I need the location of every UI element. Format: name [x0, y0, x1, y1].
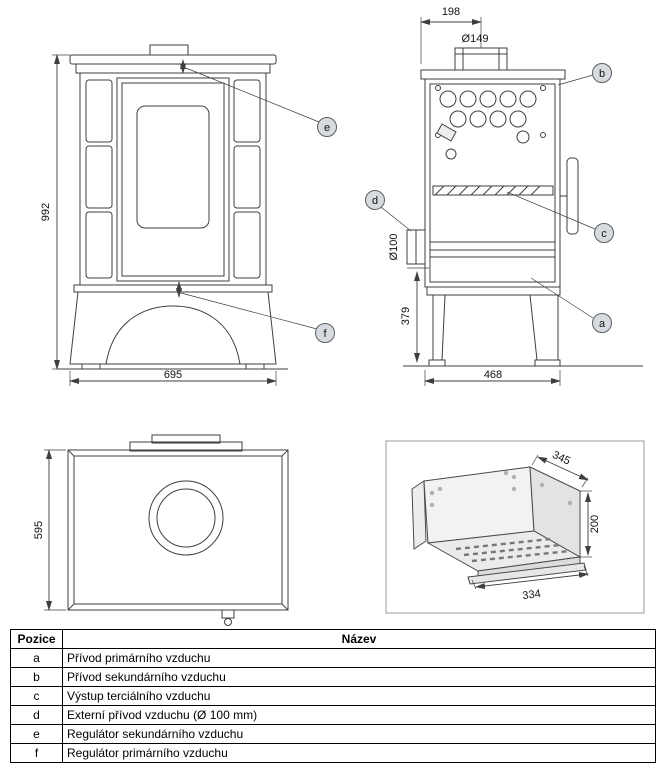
name-cell: Výstup terciálního vzduchu	[62, 686, 656, 706]
front-stove-outline	[58, 44, 288, 370]
table-header-row: Pozice Název	[10, 629, 656, 649]
position-cell: c	[10, 686, 63, 706]
name-cell: Regulátor sekundárního vzduchu	[62, 724, 656, 744]
callout-b: b	[557, 63, 612, 86]
dim-flue-diameter-label: Ø149	[462, 33, 489, 45]
side-dim-flue-offset: 198	[420, 6, 482, 64]
dim-height-label: 992	[40, 203, 52, 221]
firebox-panel-holes	[429, 470, 573, 508]
front-dim-height: 992	[40, 54, 70, 370]
table-row: b Přívod sekundárního vzduchu	[10, 667, 656, 687]
firebox-panels	[411, 466, 587, 585]
name-cell: Přívod sekundárního vzduchu	[62, 667, 656, 687]
name-cell: Externí přívod vzduchu (Ø 100 mm)	[62, 705, 656, 725]
side-dim-depth: 468	[424, 369, 561, 386]
callout-a: a	[530, 277, 612, 333]
dim-firebox-height-label: 200	[589, 515, 601, 533]
callout-d-label: d	[372, 195, 378, 207]
firebox-view: 345 200 334	[385, 440, 645, 614]
dim-width-label: 695	[164, 369, 182, 381]
callout-f: f	[176, 281, 335, 343]
callout-f-label: f	[323, 328, 327, 340]
parts-table: Pozice Název a Přívod primárního vzduchu…	[10, 629, 656, 763]
firebox-view-frame	[385, 440, 645, 614]
side-stove-outline	[403, 47, 643, 367]
firebox-dim-width: 334	[471, 565, 589, 602]
table-row: d Externí přívod vzduchu (Ø 100 mm)	[10, 705, 656, 725]
table-row: e Regulátor sekundárního vzduchu	[10, 724, 656, 744]
dim-top-depth-label: 595	[33, 521, 45, 539]
callout-d: d	[365, 190, 412, 232]
name-cell: Regulátor primárního vzduchu	[62, 743, 656, 763]
callout-e-label: e	[324, 122, 330, 134]
side-view: 198 Ø149 Ø100 379 468 b c d	[365, 6, 643, 386]
front-dim-width: 695	[69, 369, 277, 386]
dim-depth-label: 468	[484, 369, 502, 381]
top-view: 595	[33, 434, 289, 626]
dim-inlet-height-label: 379	[400, 307, 412, 325]
firebox-dim-height: 200	[580, 490, 601, 558]
position-cell: f	[10, 743, 63, 763]
top-dim-depth: 595	[33, 449, 66, 611]
name-cell: Přívod primárního vzduchu	[62, 648, 656, 668]
dim-firebox-width-label: 334	[522, 588, 542, 602]
table-row: f Regulátor primárního vzduchu	[10, 743, 656, 763]
callout-e: e	[180, 59, 337, 137]
callout-b-label: b	[599, 68, 605, 80]
position-header: Pozice	[10, 629, 63, 649]
callout-a-label: a	[599, 318, 606, 330]
position-cell: a	[10, 648, 63, 668]
position-cell: d	[10, 705, 63, 725]
name-header: Název	[62, 629, 656, 649]
side-dim-inlet-height: 379	[400, 267, 429, 363]
callout-c: c	[506, 191, 614, 243]
front-view: 992 695 e f	[40, 44, 337, 386]
table-row: a Přívod primárního vzduchu	[10, 648, 656, 668]
dim-inlet-diameter-label: Ø100	[388, 234, 400, 261]
dim-firebox-depth-label: 345	[550, 449, 572, 468]
position-cell: e	[10, 724, 63, 744]
dim-flue-offset-label: 198	[442, 6, 460, 18]
position-cell: b	[10, 667, 63, 687]
table-row: c Výstup terciálního vzduchu	[10, 686, 656, 706]
top-stove-outline	[67, 434, 289, 626]
callout-c-label: c	[601, 228, 607, 240]
firebox-base-slots	[455, 537, 571, 563]
